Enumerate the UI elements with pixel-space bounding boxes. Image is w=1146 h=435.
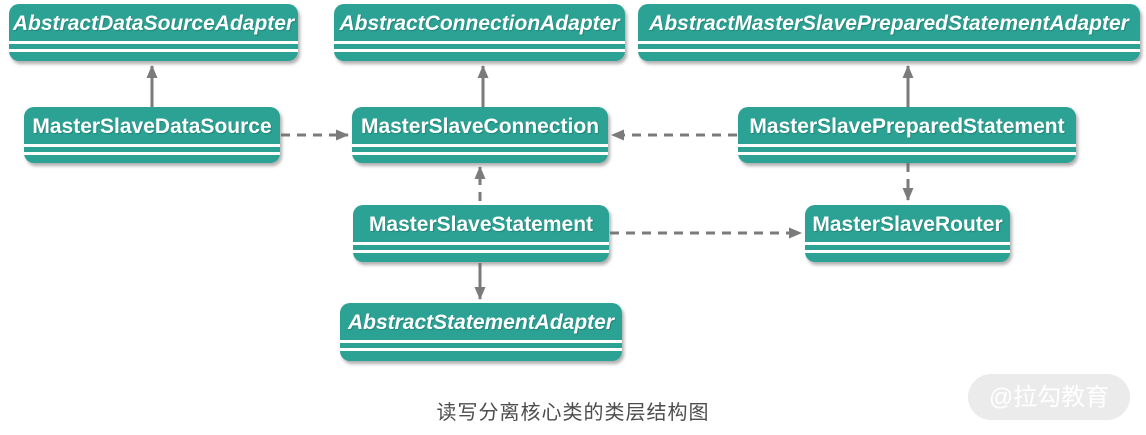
compartment-divider xyxy=(805,250,1010,253)
compartment-divider xyxy=(638,49,1140,52)
class-name: MasterSlaveRouter xyxy=(812,213,1003,236)
class-name: MasterSlavePreparedStatement xyxy=(749,115,1065,138)
class-box-abstractconnectionadapter: AbstractConnectionAdapter xyxy=(334,4,625,61)
class-name: MasterSlaveDataSource xyxy=(32,115,272,138)
class-box-masterslaverouter: MasterSlaveRouter xyxy=(805,205,1010,262)
class-box-masterslavestatement: MasterSlaveStatement xyxy=(353,205,609,262)
class-name: AbstractMasterSlavePreparedStatementAdap… xyxy=(649,12,1129,35)
compartment-divider xyxy=(24,144,280,147)
class-name: MasterSlaveConnection xyxy=(360,115,600,138)
compartment-divider xyxy=(334,49,625,52)
compartment-divider xyxy=(353,250,609,253)
class-box-abstractstatementadapter: AbstractStatementAdapter xyxy=(340,303,622,361)
class-name: MasterSlaveStatement xyxy=(368,213,594,236)
class-box-abstractdatasourceadapter: AbstractDataSourceAdapter xyxy=(9,4,298,61)
compartment-divider xyxy=(738,144,1076,147)
compartment-divider xyxy=(340,348,622,351)
class-box-masterslavepreparedstatement: MasterSlavePreparedStatement xyxy=(738,107,1076,163)
compartment-divider xyxy=(352,152,608,155)
compartment-divider xyxy=(738,152,1076,155)
compartment-divider xyxy=(805,242,1010,245)
class-box-abstractmasterslavepreparedstatementadapter: AbstractMasterSlavePreparedStatementAdap… xyxy=(638,4,1140,61)
compartment-divider xyxy=(340,340,622,343)
class-box-masterslavedatasource: MasterSlaveDataSource xyxy=(24,107,280,163)
compartment-divider xyxy=(352,144,608,147)
diagram-caption: 读写分离核心类的类层结构图 xyxy=(436,402,710,424)
class-name: AbstractConnectionAdapter xyxy=(339,12,620,35)
compartment-divider xyxy=(353,242,609,245)
compartment-divider xyxy=(334,41,625,44)
compartment-divider xyxy=(24,152,280,155)
compartment-divider xyxy=(9,49,298,52)
watermark-badge: @拉勾教育 xyxy=(968,374,1130,420)
class-name: AbstractStatementAdapter xyxy=(347,311,615,334)
compartment-divider xyxy=(9,41,298,44)
class-box-masterslaveconnection: MasterSlaveConnection xyxy=(352,107,608,163)
compartment-divider xyxy=(638,41,1140,44)
class-name: AbstractDataSourceAdapter xyxy=(12,12,295,35)
